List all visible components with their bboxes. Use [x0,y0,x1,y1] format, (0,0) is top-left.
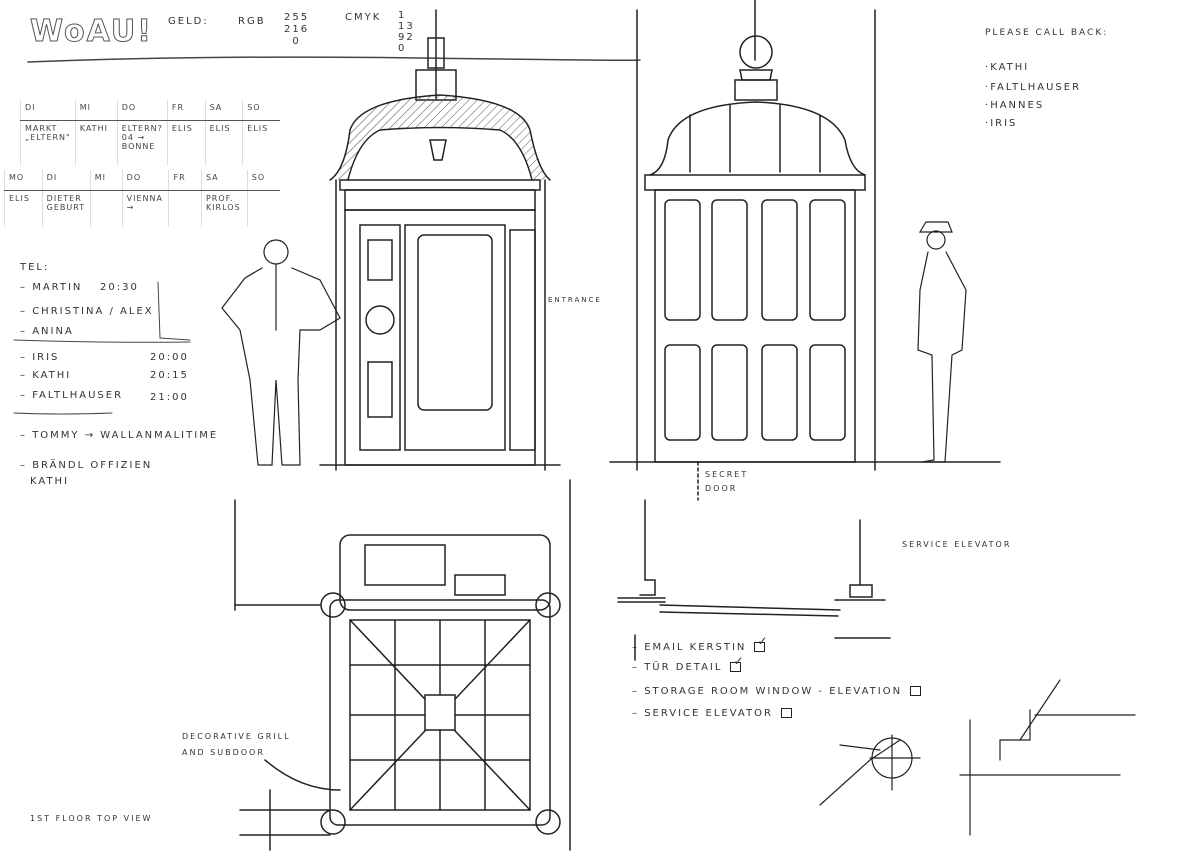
entry: Elis [204,120,243,165]
tel-item: Kathi [30,476,70,487]
day: Do [116,100,168,121]
day: Di [20,100,76,121]
entry [246,190,280,227]
tel-item: – Brändl Offizien [20,460,153,471]
rgb-r: 255 [284,12,310,23]
checkbox-icon[interactable] [910,686,922,696]
day: Do [121,170,169,191]
todo-label: Email Kerstin [644,642,747,653]
call-back-title: Please call back: [985,28,1109,38]
cmyk-c: 1 [398,10,407,21]
tel-time: 20:15 [150,370,189,381]
entry: Vienna → [121,190,169,227]
booth-side-elevation [609,0,1001,501]
call-back-item: ·Faltlhauser [985,82,1082,93]
todo-item[interactable]: – Tür Detail [632,654,746,673]
name: Christina / Alex [32,306,154,317]
entry [89,190,123,227]
entry: Markt „Eltern" [20,120,76,165]
todo-label: Tür Detail [644,662,723,673]
decorative-grill-label-2: and Subdoor [182,748,265,757]
cmyk-values: 1 13 92 0 [398,10,415,54]
tel-time: 20:30 [100,282,139,293]
tel-item: – Christina / Alex [20,306,154,317]
rgb-values: 255 216 0 [284,12,309,48]
name: Iris [990,118,1018,129]
cmyk-m: 13 [398,21,415,32]
name: Tommy → Wallanmalitime [32,430,219,441]
entry: Prof. Kirlos [200,190,248,227]
schedule-week2: Mo Di Mi Do Fr Sa So Elis Dieter Geburt … [4,170,280,227]
name: Martin [32,282,83,293]
entry: Elis [4,190,43,227]
checkbox-icon[interactable] [780,708,792,718]
corner-details [819,679,1136,836]
entry: Kathi [74,120,118,165]
name: Faltlhauser [990,82,1082,93]
service-elevator-label: Service Elevator [902,540,1012,549]
name: Brändl Offizien [32,460,153,471]
name: Anina [32,326,74,337]
day: So [242,100,280,121]
tel-item: – Martin [20,282,83,293]
todo-label: Storage Room Window - Elevation [644,686,903,697]
entry [168,190,202,227]
booth-front-elevation [319,9,561,471]
tel-title: Tel: [20,262,50,273]
secret-door-label-2: Door [705,484,738,493]
cmyk-y: 92 [398,32,415,43]
tel-item: – Anina [20,326,74,337]
day: Mo [4,170,43,191]
call-back-item: ·Kathi [985,62,1030,73]
tel-item: – Faltlhauser [20,390,124,401]
call-back-item: ·Hannes [985,100,1045,111]
todo-item[interactable]: – Service Elevator [632,708,792,719]
secret-door-label: Secret [705,470,749,479]
tel-time: 20:00 [150,352,189,363]
top-view-label: 1st Floor Top View [30,814,153,823]
gold-label: Geld: [168,16,209,27]
day: Di [41,170,91,191]
decorative-grill-label: Decorative Grill [182,732,291,741]
entrance-label: Entrance [548,296,602,304]
entry: Eltern? 04 → Bonne [116,120,168,165]
tel-time: 21:00 [150,392,189,403]
name: Hannes [990,100,1045,111]
cmyk-label: CMYK [345,12,382,23]
booth-top-view [234,479,571,851]
day: Fr [166,100,206,121]
call-back-item: ·Iris [985,118,1018,129]
day: So [246,170,280,191]
tel-item: – Iris [20,352,60,363]
entry: Elis [166,120,206,165]
checkbox-checked-icon[interactable] [754,634,769,652]
tel-item: – Kathi [20,370,72,381]
day: Fr [168,170,202,191]
cmyk-k: 0 [398,43,407,54]
rgb-g: 216 [284,24,310,35]
name: Kathi [32,370,72,381]
rgb-b: 0 [292,36,301,47]
rgb-label: RGB [238,16,266,27]
header-divider [27,56,641,63]
checkbox-checked-icon[interactable] [730,654,746,672]
elevator-section-detail [617,499,891,661]
day: Mi [89,170,123,191]
entry: Elis [242,120,280,165]
person-figure-right [917,221,967,463]
name: Faltlhauser [32,390,124,401]
entry: Dieter Geburt [41,190,91,227]
day: Mi [74,100,118,121]
name: Kathi [990,62,1030,73]
schedule-week1: Di Mi Do Fr Sa So Markt „Eltern" Kathi E… [20,100,280,165]
name: Iris [32,352,60,363]
tel-item: – Tommy → Wallanmalitime [20,430,219,441]
day: Sa [204,100,243,121]
todo-item[interactable]: – Storage Room Window - Elevation [632,686,922,697]
logo: WoAU! [30,14,153,50]
person-figure-left [221,239,341,466]
todo-label: Service Elevator [644,708,773,719]
day: Sa [200,170,248,191]
